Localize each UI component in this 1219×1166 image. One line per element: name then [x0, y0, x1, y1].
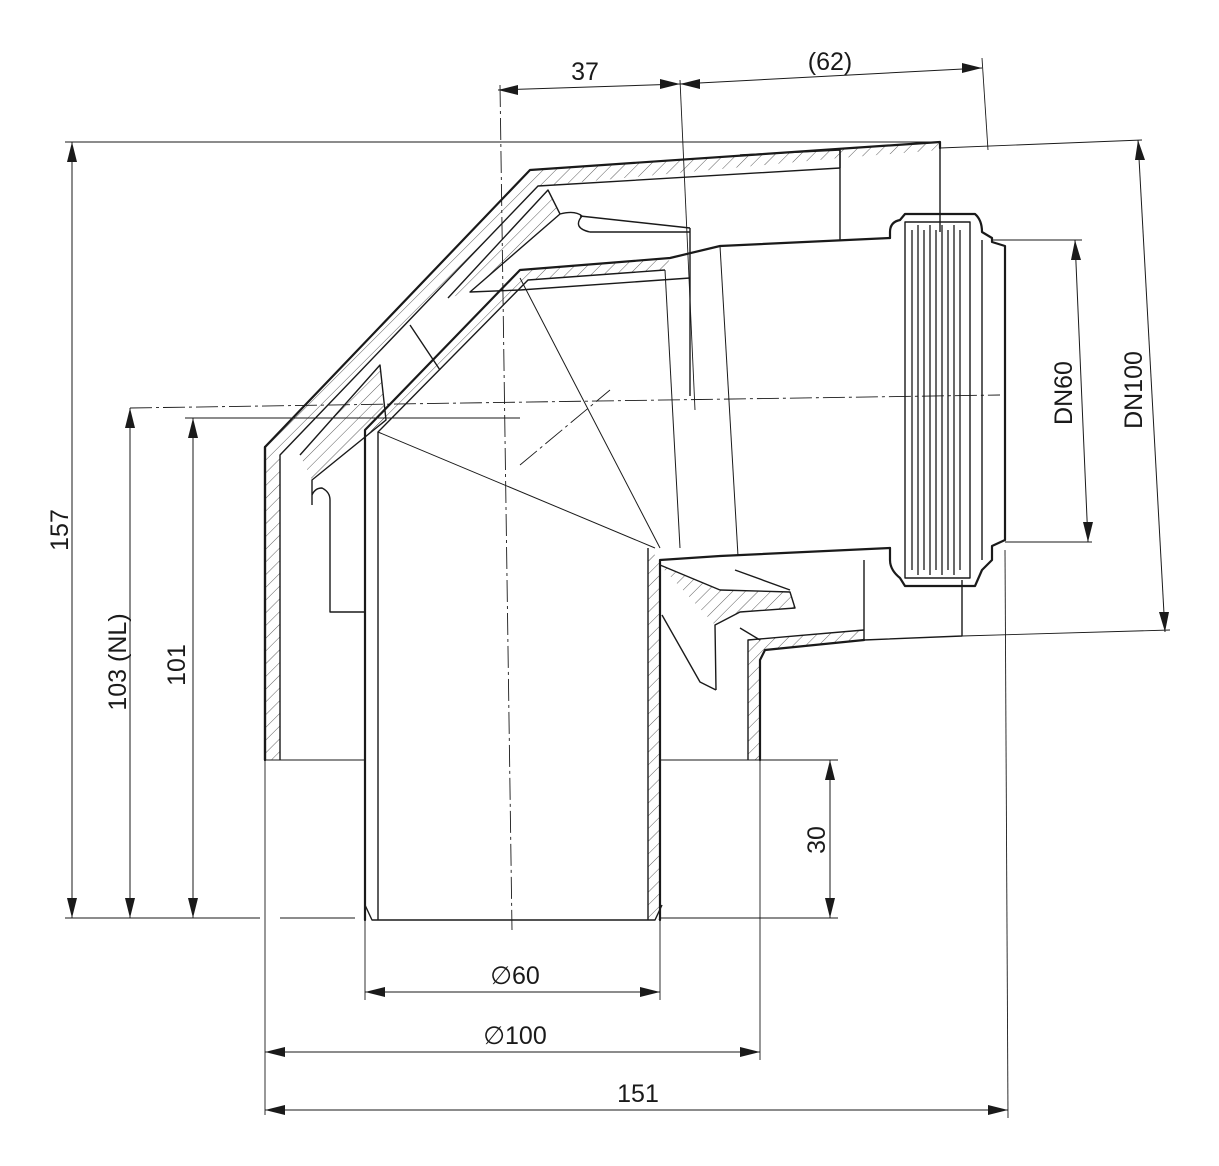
lower-seal	[659, 564, 796, 691]
label-d100: ∅100	[483, 1022, 547, 1050]
left-seal	[299, 364, 387, 613]
outer-shell	[263, 140, 942, 762]
label-dn100: DN100	[1120, 351, 1148, 429]
dim-101: 101	[163, 417, 520, 918]
label-d60: ∅60	[490, 962, 540, 990]
inner-pipe	[363, 215, 892, 922]
upper-seal	[409, 189, 691, 371]
label-dn60: DN60	[1050, 361, 1078, 425]
dim-157: 157	[46, 141, 940, 919]
centerline-mitre	[519, 389, 611, 466]
outer-spigot-bottom	[263, 445, 963, 762]
label-62: (62)	[808, 48, 852, 76]
label-30: 30	[803, 826, 831, 854]
label-151: 151	[617, 1080, 659, 1108]
dim-151: 151	[265, 549, 1009, 1119]
label-37: 37	[571, 58, 599, 86]
dim-dn60: DN60	[992, 239, 1093, 543]
label-157: 157	[46, 509, 74, 551]
dim-103: 103 (NL)	[104, 408, 135, 918]
gasket-rings	[911, 225, 961, 575]
dim-d60: ∅60	[364, 920, 661, 1000]
elbow-part	[129, 79, 1007, 931]
centerline-horizontal	[129, 394, 1001, 409]
dim-37: 37	[497, 58, 681, 95]
label-103: 103 (NL)	[104, 613, 132, 710]
centerline-offset	[679, 79, 696, 411]
label-101: 101	[163, 644, 191, 686]
dim-dn100: DN100	[939, 139, 1171, 637]
centerline-vertical	[499, 84, 513, 931]
dim-d100: ∅100	[264, 760, 761, 1115]
dim-62: (62)	[679, 48, 989, 151]
dim-30: 30	[265, 759, 838, 919]
right-socket	[888, 212, 1007, 588]
